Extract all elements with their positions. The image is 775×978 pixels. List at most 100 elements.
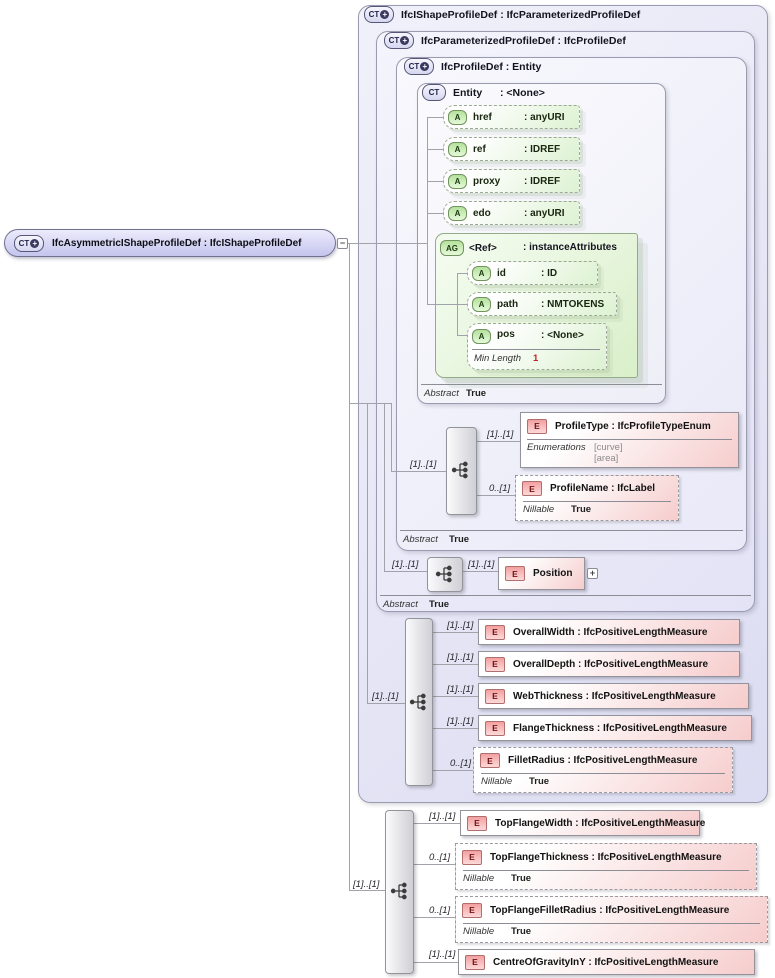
element-filletradius[interactable]: E FilletRadius : IfcPositiveLengthMeasur…: [473, 747, 733, 793]
attribute-icon: A: [448, 173, 467, 189]
cardinality-label: 0..[1]: [450, 758, 472, 769]
element-profilename[interactable]: E ProfileName : IfcLabel Nillable True: [515, 475, 679, 521]
element-position[interactable]: E Position: [498, 557, 585, 590]
element-icon: E: [465, 954, 485, 970]
cardinality-label: [1]..[1]: [447, 684, 474, 695]
connector-line: [414, 917, 455, 918]
attribute-type: : NMTOKENS: [541, 298, 605, 310]
complextype-title: IfcProfileDef : Entity: [441, 60, 542, 73]
attribute-name: ref: [473, 143, 486, 155]
element-label: ProfileName : IfcLabel: [550, 483, 656, 494]
nillable-facet-value: True: [511, 926, 532, 937]
complextype-icon: CT+: [404, 58, 434, 75]
attribute-href[interactable]: A href : anyURI: [443, 105, 580, 129]
root-element-box[interactable]: CT+ IfcAsymmetricIShapeProfileDef : IfcI…: [4, 229, 336, 257]
complextype-title: IfcParameterizedProfileDef : IfcProfileD…: [421, 34, 626, 47]
connector-line: [433, 696, 478, 697]
connector-line: [367, 403, 368, 703]
attribute-icon: A: [472, 329, 491, 344]
attribute-group-header[interactable]: AG <Ref>: [440, 240, 497, 256]
element-icon: E: [485, 656, 505, 672]
attribute-name: id: [497, 267, 506, 279]
cardinality-label: [1]..[1]: [447, 716, 474, 727]
enumerations-facet-label: Enumerations: [527, 442, 586, 453]
facet-separator: [472, 349, 600, 350]
element-icon: E: [485, 688, 505, 704]
connector-line: [349, 243, 350, 891]
attribute-group-icon: AG: [440, 240, 464, 256]
attribute-icon: A: [472, 265, 491, 281]
element-icon: E: [485, 624, 505, 640]
connector-line: [427, 149, 445, 150]
attribute-proxy[interactable]: A proxy : IDREF: [443, 169, 580, 193]
expand-handle[interactable]: +: [587, 568, 598, 579]
connector-line: [457, 273, 469, 274]
attribute-edo[interactable]: A edo : anyURI: [443, 201, 580, 225]
cardinality-label: [1]..[1]: [353, 879, 380, 890]
connector-line: [427, 117, 445, 118]
attribute-id[interactable]: A id : ID: [467, 261, 598, 285]
connector-line: [349, 403, 392, 404]
element-topflangethickness[interactable]: E TopFlangeThickness : IfcPositiveLength…: [455, 843, 757, 890]
sequence-icon: [390, 882, 407, 900]
element-overalldepth[interactable]: E OverallDepth : IfcPositiveLengthMeasur…: [478, 651, 740, 677]
connector-line: [433, 632, 478, 633]
connector-line: [349, 890, 385, 891]
element-label: ProfileType : IfcProfileTypeEnum: [555, 420, 711, 432]
cardinality-label: [1]..[1]: [429, 811, 456, 822]
element-overallwidth[interactable]: E OverallWidth : IfcPositiveLengthMeasur…: [478, 619, 740, 645]
cardinality-label: [1]..[1]: [392, 559, 419, 570]
attribute-name: edo: [473, 207, 491, 219]
connector-line: [477, 441, 520, 442]
element-centreofgravityiny[interactable]: E CentreOfGravityInY : IfcPositiveLength…: [458, 949, 755, 975]
facet-separator: [400, 530, 743, 531]
attribute-name: path: [497, 298, 519, 310]
complextype-icon: CT: [422, 84, 446, 101]
element-label: TopFlangeThickness : IfcPositiveLengthMe…: [490, 851, 722, 863]
minlength-facet-value: 1: [533, 353, 539, 364]
sequence-icon: [409, 693, 426, 711]
collapse-handle[interactable]: −: [337, 238, 348, 249]
derived-plus-icon: +: [400, 36, 410, 45]
cardinality-label: [1]..[1]: [429, 949, 456, 960]
connector-line: [391, 403, 392, 471]
nillable-facet-label: Nillable: [523, 504, 555, 515]
attribute-name: href: [473, 111, 492, 123]
element-icon: E: [467, 815, 487, 831]
element-profiletype[interactable]: E ProfileType : IfcProfileTypeEnum Enume…: [520, 412, 739, 468]
connector-line: [457, 335, 469, 336]
attribute-pos[interactable]: A pos : <None>: [467, 323, 607, 370]
abstract-facet-label: Abstract: [403, 534, 438, 545]
element-topflangefilletradius[interactable]: E TopFlangeFilletRadius : IfcPositiveLen…: [455, 896, 768, 943]
complextype-header-ifcishapeprofiledef[interactable]: CT+ IfcIShapeProfileDef : IfcParameteriz…: [364, 6, 640, 23]
connector-line: [477, 495, 515, 496]
complextype-header-entity[interactable]: CT Entity: [422, 84, 482, 101]
element-flangethickness[interactable]: E FlangeThickness : IfcPositiveLengthMea…: [478, 715, 752, 741]
attribute-icon: A: [448, 109, 467, 125]
attribute-group-type: : instanceAttributes: [523, 242, 617, 253]
abstract-facet-value: True: [449, 534, 470, 545]
abstract-facet-label: Abstract: [383, 599, 418, 610]
facet-separator: [421, 384, 662, 385]
element-topflangewidth[interactable]: E TopFlangeWidth : IfcPositiveLengthMeas…: [460, 810, 705, 836]
connector-line: [457, 304, 469, 305]
cardinality-label: [1]..[1]: [372, 691, 399, 702]
element-webthickness[interactable]: E WebThickness : IfcPositiveLengthMeasur…: [478, 683, 749, 709]
element-label: Position: [533, 568, 573, 579]
element-icon: E: [485, 720, 505, 736]
attribute-icon: A: [472, 296, 491, 312]
attribute-type: : IDREF: [524, 175, 561, 187]
connector-line: [427, 304, 457, 305]
minlength-facet-label: Min Length: [474, 353, 522, 364]
complextype-header-ifcprofiledef[interactable]: CT+ IfcProfileDef : Entity: [404, 58, 541, 75]
cardinality-label: 0..[1]: [429, 852, 451, 863]
attribute-ref[interactable]: A ref : IDREF: [443, 137, 580, 161]
sequence-compositor[interactable]: [385, 810, 414, 974]
root-element-label: IfcAsymmetricIShapeProfileDef : IfcIShap…: [52, 237, 302, 249]
element-label: FilletRadius : IfcPositiveLengthMeasure: [508, 755, 698, 766]
complextype-icon: CT+: [364, 6, 394, 23]
derived-plus-icon: +: [30, 238, 40, 248]
attribute-path[interactable]: A path : NMTOKENS: [467, 292, 617, 316]
complextype-header-ifcparameterizedprofiledef[interactable]: CT+ IfcParameterizedProfileDef : IfcProf…: [384, 32, 626, 49]
sequence-compositor[interactable]: [446, 427, 477, 515]
